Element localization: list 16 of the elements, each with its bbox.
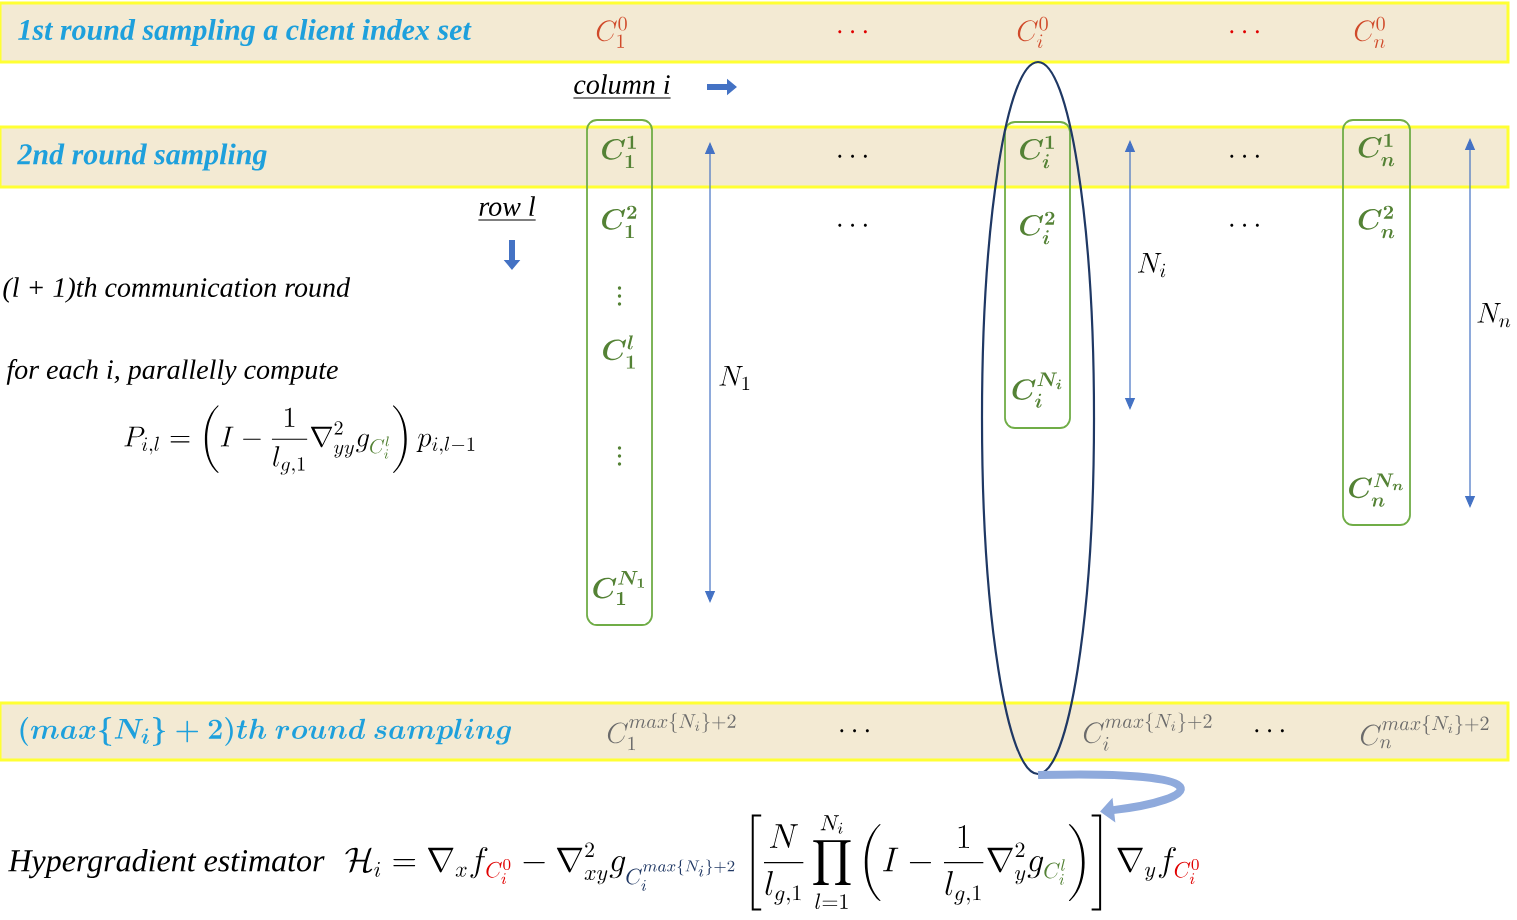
- estimator-formula: Hypergradient estimator $\mathcal{H}_i=\nabla_x f_{{\color{red}C_i^0}}-\nabla_{xy}^2 g_{{\color{blue}C_i^{max\lbrace N_i\rbrace +2}}}\left[\frac{N}{l_{g,1}}\prod_{l=1}^{N_i}\left(I-\frac{1}{l_{g,1}}\nabla_y^2 g_{{\color{green}C_i^l}}\right)\right]\nabla_y f_{{\color{red}C_i^0}}$: [8, 814, 1199, 911]
- column-box: $C_n^1$ $C_n^2$ $C_n^{N_n}$: [1342, 119, 1411, 526]
- curved-arrow: [1037, 770, 1185, 823]
- ellipsis: $\cdots$: [838, 223, 867, 227]
- dimension-label: $N_i$: [1138, 253, 1166, 278]
- caption-text: (l + 1)th communication round: [3, 277, 351, 303]
- sampling-band: 1st round sampling a client index set $C_1^0$ $\cdots$ $C_i^0$ $\cdots$ $C_n^0$: [0, 1, 1510, 64]
- axis-label: column i: [572, 74, 672, 99]
- column-box: $C_1^1$ $C_1^2$ $\vdots$ $C_1^l$ $\vdots$ $C_1^{N_1}$: [586, 119, 653, 626]
- ellipsis: $\cdots$: [1230, 223, 1259, 227]
- dimension-label: $N_1$: [719, 366, 750, 390]
- dimension-label: $N_n$: [1477, 303, 1511, 328]
- axis-label: row l: [477, 196, 537, 221]
- update-formula: $P_{i,l}=\left(I-\frac{1}{l_{g,1}}\nabla_{yy}^2 g_{{\color{green}C_i^l}}\right)p_{i,l-1}$: [124, 405, 475, 475]
- caption-text: for each i, parallelly compute: [6, 359, 338, 385]
- sampling-band: $(max\lbrace N_i\rbrace +2)th~round~sampling$ $C_1^{max\lbrace N_i\rbrace +2}$ $\cdots$ $C_i^{max\lbrace N_i\rbrace +2}$ $\cdots$ $C_n^{max\lbrace N_i\rbrace +2}$: [0, 701, 1510, 762]
